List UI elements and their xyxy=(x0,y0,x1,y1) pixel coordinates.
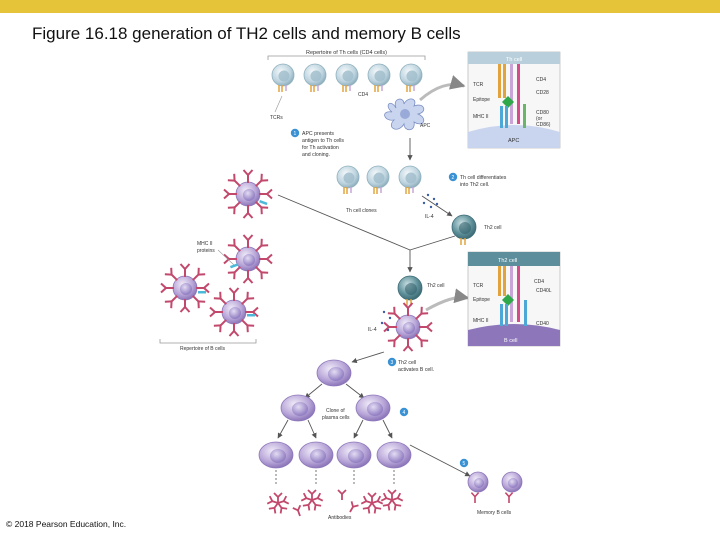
step-2-text: Th cell differentiates into Th2 cell. xyxy=(460,175,508,188)
b-cell xyxy=(210,288,258,336)
step-5-number: 5 xyxy=(463,461,466,467)
clone-plasma-label: Clone of plasma cells xyxy=(322,408,350,421)
b-cell-activated xyxy=(384,303,432,351)
t-cell-clone xyxy=(366,165,390,195)
arrow xyxy=(421,195,453,217)
th2-cell-label-2: Th2 cell xyxy=(427,283,445,289)
inset2-cd40l-label: CD40L xyxy=(536,288,552,294)
inset-th2-bcell: Th2 cell B cell TCR Epitope MHC II CD4 C… xyxy=(467,251,561,347)
zoom-arrow xyxy=(419,75,466,102)
step-2: 2 Th cell differentiates into Th2 cell. xyxy=(448,172,508,188)
plasma-cell xyxy=(298,441,334,469)
inset1-b7-label: CD80 (or CD86) xyxy=(536,110,551,128)
il4-label-2: IL-4 xyxy=(368,327,377,333)
memory-b-cell xyxy=(467,471,489,504)
step-4-number: 4 xyxy=(403,410,406,416)
arrow xyxy=(351,351,385,364)
copyright: © 2018 Pearson Education, Inc. xyxy=(6,519,127,529)
memory-b-cells: Memory B cells xyxy=(467,471,523,516)
step-4: 4 xyxy=(399,407,409,417)
inset2-epitope-label: Epitope xyxy=(473,297,490,303)
t-cell xyxy=(399,63,423,93)
antibodies-label: Antibodies xyxy=(328,515,352,521)
plasma-cell xyxy=(336,441,372,469)
plasma-cell xyxy=(355,394,391,422)
b-cell xyxy=(224,235,272,283)
step-3-text: Th2 cell activates B cell. xyxy=(398,360,434,373)
inset1-epitope-label: Epitope xyxy=(473,97,490,103)
arrow xyxy=(307,419,317,439)
step-2-number: 2 xyxy=(452,175,455,181)
inset-th-apc: Th cell APC TCR Epitope MHC II CD4 CD28 … xyxy=(467,51,561,149)
inset1-cd28-label: CD28 xyxy=(536,90,549,96)
apc-label: APC xyxy=(420,123,431,129)
arrow xyxy=(304,383,323,399)
memory-b-label: Memory B cells xyxy=(477,510,512,516)
b-repertoire: MHC II proteins Repertoire of B cells xyxy=(159,170,272,352)
b-cell xyxy=(161,264,209,312)
step-1-text: APC presents antigen to Th cells for Th … xyxy=(302,131,345,158)
b-cell xyxy=(224,170,272,218)
step-3: 3 Th2 cell activates B cell. xyxy=(387,357,434,373)
connector-line xyxy=(277,194,411,251)
inset1-mhc-label: MHC II xyxy=(473,114,489,120)
inset2-bcell-label: B cell xyxy=(504,338,517,344)
cd4-label: CD4 xyxy=(358,92,368,98)
th2-cell-label: Th2 cell xyxy=(484,225,502,231)
inset2-mhc-label: MHC II xyxy=(473,318,489,324)
il4-dots-2: IL-4 xyxy=(368,310,392,333)
t-cell xyxy=(335,63,359,93)
inset1-cell-label: Th cell xyxy=(506,57,522,63)
secretion-arrows xyxy=(275,470,395,486)
th2-cell xyxy=(451,214,477,246)
plasma-cell xyxy=(316,359,352,387)
inset2-cd4-label: CD4 xyxy=(534,279,544,285)
t-cell-clone xyxy=(398,165,422,195)
apc-cell: APC xyxy=(384,98,431,131)
t-cell xyxy=(303,63,327,93)
arrow xyxy=(382,419,393,439)
inset1-apc-label: APC xyxy=(508,138,519,144)
memory-b-cell xyxy=(501,471,523,504)
step-3-number: 3 xyxy=(391,360,394,366)
arrow xyxy=(409,444,471,477)
page-title: Figure 16.18 generation of TH2 cells and… xyxy=(32,24,461,43)
step-1-number: 1 xyxy=(294,131,297,137)
il4-label: IL-4 xyxy=(425,214,434,220)
connector-line xyxy=(409,235,456,251)
arrow xyxy=(277,419,289,439)
tcrs-label: TCRs xyxy=(270,115,283,121)
inset2-cell-label: Th2 cell xyxy=(498,258,517,264)
plasma-cell xyxy=(258,441,294,469)
t-cell xyxy=(367,63,391,93)
plasma-cell xyxy=(280,394,316,422)
accent-bar xyxy=(0,0,720,13)
step-5: 5 xyxy=(459,458,469,468)
step-1: 1 APC presents antigen to Th cells for T… xyxy=(290,128,345,158)
arrow xyxy=(345,383,365,399)
t-cell xyxy=(271,63,295,93)
inset1-cd4-label: CD4 xyxy=(536,77,546,83)
th-clones-label: Th cell clones xyxy=(346,208,377,214)
th-clones: Th cell clones xyxy=(336,165,422,214)
mhc-ii-proteins-label: MHC II proteins xyxy=(197,241,215,254)
il4-dots: IL-4 xyxy=(422,193,439,220)
plasma-cell xyxy=(376,441,412,469)
repertoire-b-label: Repertoire of B cells xyxy=(180,346,226,352)
repertoire-th-label: Repertoire of Th cells (CD4 cells) xyxy=(306,50,387,56)
arrow xyxy=(353,419,364,439)
t-cell-clone xyxy=(336,165,360,195)
th2-cell-activating xyxy=(397,275,423,307)
th-repertoire: Repertoire of Th cells (CD4 cells) CD4 T… xyxy=(267,50,426,121)
antibodies: Antibodies xyxy=(267,489,402,521)
zoom-arrow xyxy=(425,288,470,312)
inset1-tcr-label: TCR xyxy=(473,82,484,88)
inset2-cd40-label: CD40 xyxy=(536,321,549,327)
inset2-tcr-label: TCR xyxy=(473,283,484,289)
